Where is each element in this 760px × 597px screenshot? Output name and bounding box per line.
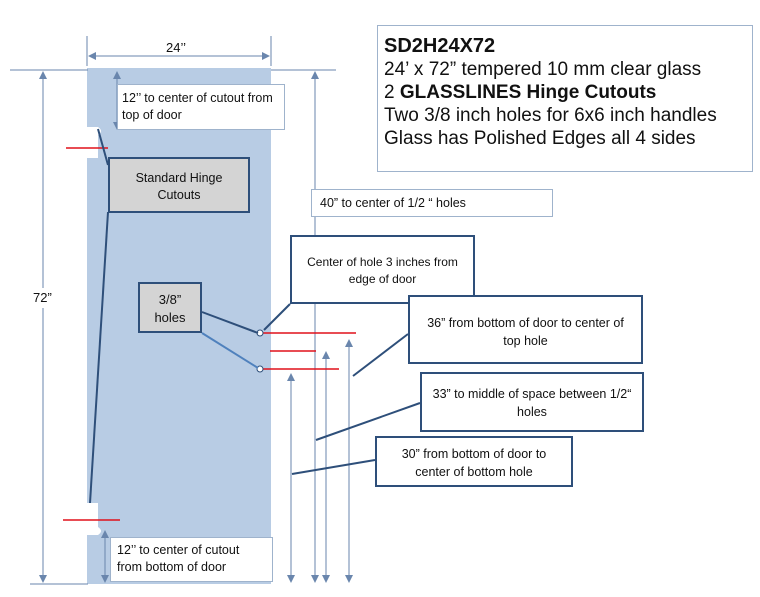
dim-33-leader: [315, 402, 421, 441]
top-cutout-text: 12’’ to center of cutout from top of doo…: [122, 91, 273, 122]
hinge-text: Standard Hinge Cutouts: [135, 171, 223, 202]
holes-40-callout: 40” to center of 1/2 “ holes: [311, 189, 553, 217]
holes-40-text: 40” to center of 1/2 “ holes: [320, 196, 466, 210]
dim-30-leader: [291, 459, 376, 475]
mid-33-callout: 33” to middle of space between 1/2“ hole…: [420, 372, 644, 432]
hole-edge-leader: [263, 303, 291, 331]
spec-line-cutouts-prefix: 2: [384, 82, 400, 103]
spec-line-cutouts: 2 GLASSLINES Hinge Cutouts: [384, 81, 746, 104]
bottom-cutout-text: 12’’ to center of cutout from bottom of …: [117, 543, 240, 574]
spec-line-edges: Glass has Polished Edges all 4 sides: [384, 128, 696, 149]
hinge-leader-top: [97, 128, 109, 166]
hinge-callout: Standard Hinge Cutouts: [108, 157, 250, 213]
mid-33-text: 33” to middle of space between 1/2“ hole…: [432, 387, 632, 419]
hole-size-callout: 3/8” holes: [138, 282, 202, 333]
spec-line-cutouts-bold: GLASSLINES Hinge Cutouts: [399, 82, 657, 103]
spec-title: SD2H24X72: [384, 35, 496, 57]
top-hole-36-text: 36” from bottom of door to center of top…: [427, 316, 624, 348]
hole-size-text: 3/8” holes: [154, 292, 186, 325]
hole-edge-text: Center of hole 3 inches from edge of doo…: [307, 255, 458, 286]
holes-leader-bottom: [201, 332, 259, 369]
height-label: 72”: [33, 288, 52, 308]
spec-line-holes: Two 3/8 inch holes for 6x6 inch handles: [384, 105, 717, 126]
bottom-hole-30-callout: 30” from bottom of door to center of bot…: [375, 436, 573, 487]
holes-leader-top: [201, 311, 259, 334]
dim-36-leader: [352, 333, 409, 377]
bottom-hinge-cutout: [87, 503, 101, 535]
top-hinge-cutout: [87, 127, 101, 158]
hinge-leader-bottom: [89, 211, 109, 504]
spec-box: SD2H24X72 24’ x 72” tempered 10 mm clear…: [377, 25, 753, 172]
bottom-hole: [256, 365, 264, 373]
bottom-hole-30-text: 30” from bottom of door to center of bot…: [401, 447, 547, 479]
top-cutout-callout: 12’’ to center of cutout from top of doo…: [117, 84, 285, 130]
spec-line-glass: 24’ x 72” tempered 10 mm clear glass: [384, 59, 702, 80]
top-hole-36-callout: 36” from bottom of door to center of top…: [408, 295, 643, 364]
bottom-cutout-callout: 12’’ to center of cutout from bottom of …: [110, 537, 273, 582]
width-label: 24’’: [166, 40, 187, 55]
hole-edge-callout: Center of hole 3 inches from edge of doo…: [290, 235, 475, 304]
